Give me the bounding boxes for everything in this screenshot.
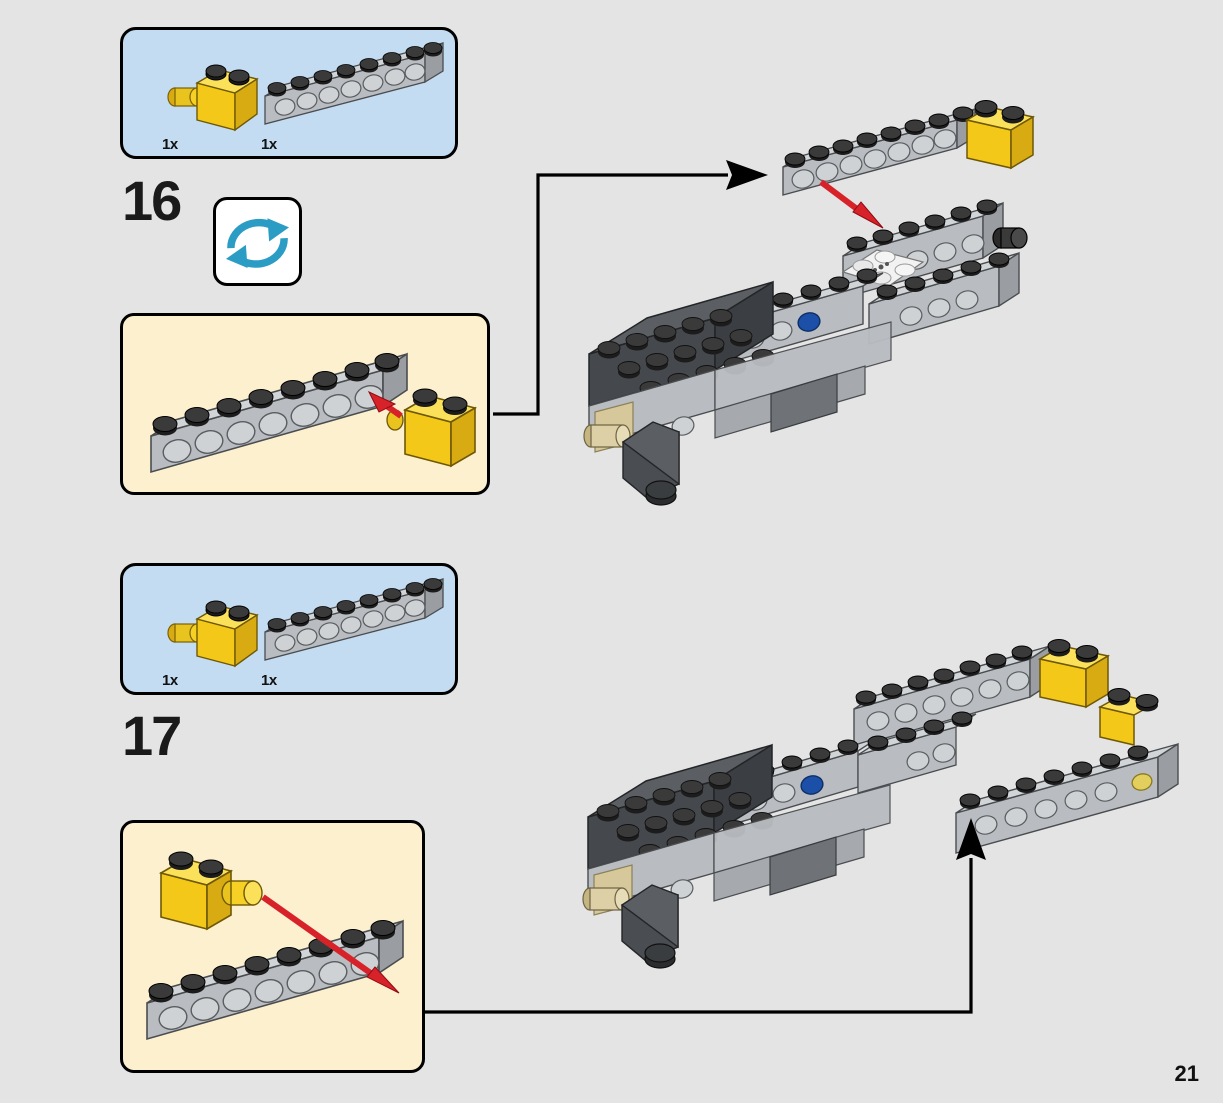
light-gray-technic-brick-1x8-icon <box>264 577 444 661</box>
yellow-brick-1x2-with-pin-icon <box>167 64 259 132</box>
main-model-step-17 <box>582 639 1179 969</box>
red-assembly-arrow <box>367 390 403 419</box>
model-body-16 <box>583 199 1028 506</box>
step16-assembly-installed <box>853 639 1111 748</box>
yellow-brick-sub16 <box>386 388 478 468</box>
page-number: 21 <box>1174 1061 1199 1086</box>
red-assembly-arrow <box>261 894 400 994</box>
yellow-brick-1x2-with-pin-icon <box>167 600 259 668</box>
rotate-arrows-glyph <box>225 218 290 269</box>
part-quantity-label: 1x <box>162 136 178 153</box>
yellow-technic-pin <box>1131 773 1153 791</box>
parts-box-step-17: 1x <box>120 563 458 695</box>
sub-assembly-box-step-16 <box>120 313 490 495</box>
part-quantity-label: 1x <box>261 672 277 689</box>
step-number-16: 16 <box>122 169 182 232</box>
part-quantity-label: 1x <box>162 672 178 689</box>
part-quantity-label: 1x <box>261 136 277 153</box>
floating-sub-assembly-16 <box>782 100 1036 196</box>
sub-assembly-17-illustration <box>146 851 404 1041</box>
red-attach-arrow <box>819 179 884 229</box>
black-axle-pin <box>992 227 1028 249</box>
rotate-model-icon <box>213 197 302 286</box>
blue-technic-pin <box>797 312 821 332</box>
sub-assembly-16-illustration <box>150 352 478 474</box>
yellow-brick-sub17 <box>158 851 263 931</box>
light-gray-technic-brick-1x8-icon <box>264 41 444 125</box>
parts-box-step-16: 1x <box>120 27 458 159</box>
new-beam-step17 <box>955 688 1179 854</box>
sub-assembly-box-step-17 <box>120 820 425 1073</box>
main-model-step-16 <box>583 100 1036 506</box>
tan-axle <box>583 424 631 448</box>
step-number-17: 17 <box>122 704 182 767</box>
blue-technic-pin <box>800 775 824 795</box>
